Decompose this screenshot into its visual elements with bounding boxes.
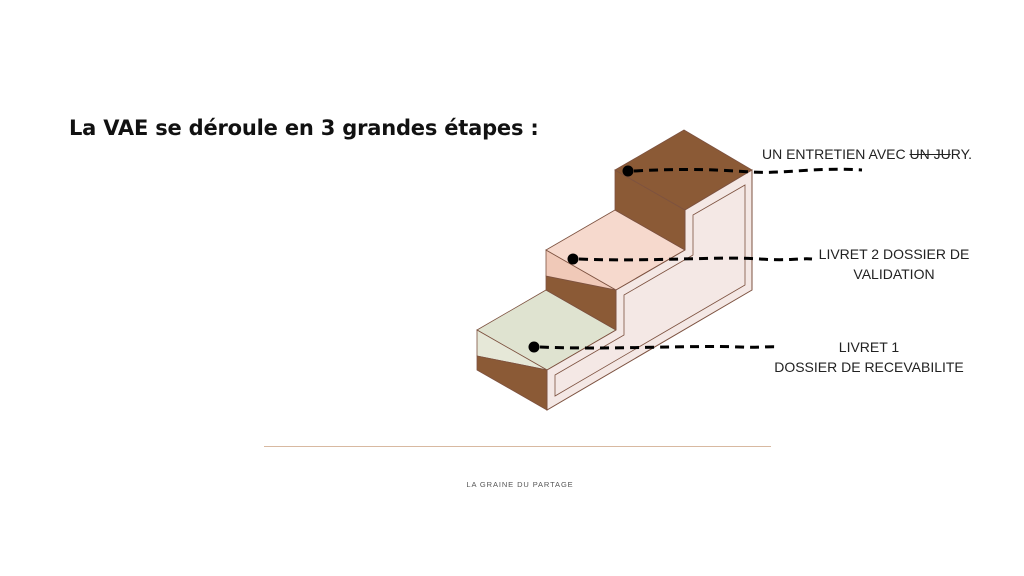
marker-step-2 (567, 253, 579, 265)
footer-divider (264, 446, 771, 447)
marker-step-3 (622, 165, 634, 177)
leader-step-1 (539, 345, 779, 350)
slide-title: La VAE se déroule en 3 grandes étapes : (69, 116, 539, 140)
marker-step-1 (528, 341, 540, 353)
leader-step-2 (578, 256, 813, 262)
step-label-livret-1: LIVRET 1 DOSSIER DE RECEVABILITE (766, 337, 972, 377)
step-label-jury-text: UN ENTRETIEN AVEC (761, 146, 910, 162)
step-label-jury-struck: UN JU (909, 146, 951, 162)
step-label-livret-2: LIVRET 2 DOSSIER DE VALIDATION (808, 244, 980, 284)
step-label-jury: UN ENTRETIEN AVEC UN JURY. (752, 144, 982, 164)
step-label-livret-1-line2: DOSSIER DE RECEVABILITE (774, 359, 964, 375)
step-label-livret-2-line1: LIVRET 2 DOSSIER DE (818, 246, 970, 262)
step-label-livret-1-line1: LIVRET 1 (838, 339, 900, 355)
step-label-livret-2-line2: VALIDATION (853, 266, 935, 282)
footer-brand: LA GRAINE DU PARTAGE (466, 480, 574, 489)
stairs-side-inner (554, 184, 746, 397)
step-label-jury-tail: RY. (950, 146, 973, 162)
